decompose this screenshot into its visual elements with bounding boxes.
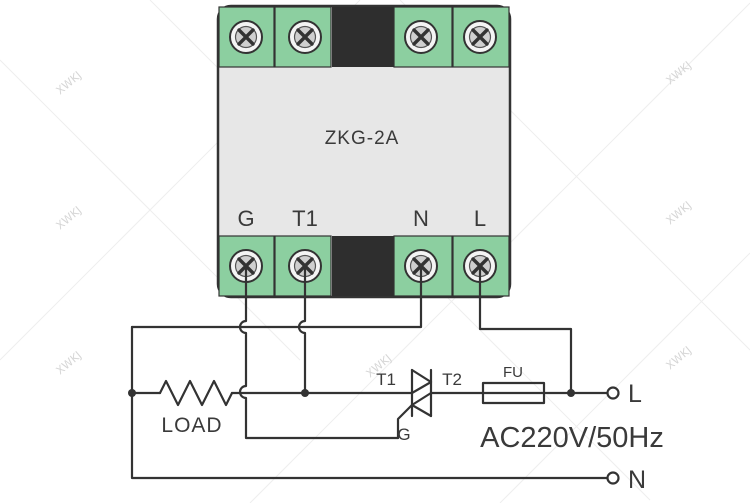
neutral-terminal-circle — [606, 471, 620, 485]
triac-gate-label: G — [397, 425, 410, 444]
wire-left-rail — [130, 325, 610, 480]
load-resistor — [158, 379, 234, 407]
neutral-terminal-label: N — [628, 466, 646, 494]
triac-upper-triangle — [410, 368, 433, 395]
load-label: LOAD — [161, 414, 222, 437]
terminal-label-n: N — [413, 206, 429, 231]
model-label: ZKG-2A — [325, 128, 400, 149]
triac-lower-triangle — [410, 391, 433, 418]
bottom-separator — [332, 236, 394, 296]
top-screw-g-icon — [229, 20, 263, 54]
terminal-label-t1: T1 — [292, 206, 318, 231]
terminal-label-g: G — [237, 206, 254, 231]
junction-l — [567, 389, 575, 397]
module-body — [216, 4, 512, 299]
top-separator — [332, 7, 394, 67]
watermark-4: XWKJ — [54, 204, 84, 233]
wire-t1-terminal — [297, 264, 307, 395]
watermark-6: XWKJ — [664, 199, 694, 228]
junction-t1 — [301, 389, 309, 397]
watermark-7: XWKJ — [54, 349, 84, 378]
junction-left-top — [128, 389, 136, 397]
terminal-label-l: L — [474, 206, 486, 231]
wire-g-terminal — [238, 264, 400, 440]
line-terminal-label: L — [628, 380, 642, 408]
top-screw-t1-icon — [288, 20, 322, 54]
wire-l-terminal — [478, 264, 573, 395]
triac-t1-label: T1 — [376, 370, 396, 389]
triac-t2-label: T2 — [442, 370, 462, 389]
top-screw-l-icon — [463, 20, 497, 54]
supply-label: AC220V/50Hz — [480, 422, 664, 454]
triac-gate-lead — [396, 403, 414, 440]
relay-module: ZKG-2A G T1 N L — [216, 4, 512, 299]
fuse-label: FU — [503, 364, 523, 381]
line-terminal-circle — [606, 386, 620, 400]
wire-n-terminal — [130, 264, 423, 329]
top-screw-n-icon — [404, 20, 438, 54]
watermark-9: XWKJ — [664, 344, 694, 373]
junctions — [128, 389, 575, 397]
wires — [130, 264, 610, 480]
watermark-1: XWKJ — [54, 69, 84, 98]
